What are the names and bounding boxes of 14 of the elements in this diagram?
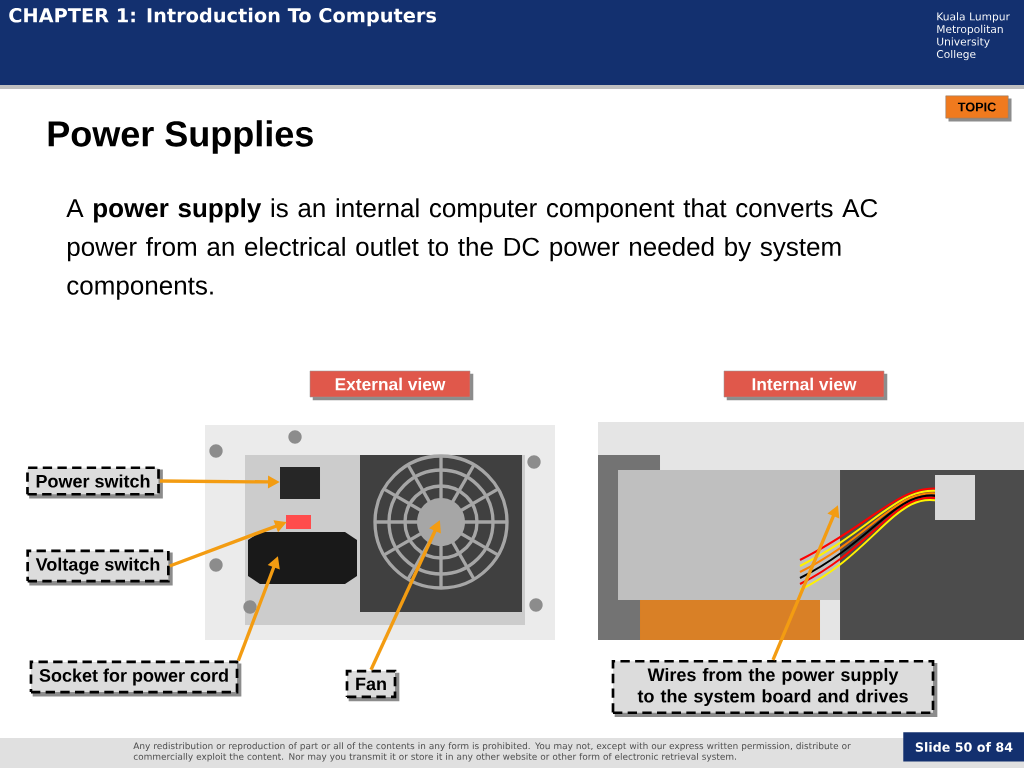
chapter-heading: CHAPTER 1: Introduction To Computers (9, 7, 436, 27)
college-name: Kuala Lumpur Metropolitan University College (936, 12, 1010, 61)
callout-box: Voltage switch (26, 549, 173, 586)
callout-box: Fan (345, 669, 400, 702)
callout-box: Socket for power cord (29, 660, 242, 697)
view-tag: Internal view (723, 370, 888, 401)
body-paragraph: A power supply is an internal computer component that converts AC power from an electrical outlet to the DC power needed by system components. (66, 198, 878, 300)
slide-title: Power Supplies (48, 120, 313, 154)
slide-number: Slide 50 of 84 (903, 732, 1024, 762)
copyright-notice: Any redistribution or reproduction of part or all of the contents in any form is prohibited. You may not, except with our express written permission, distribute or commercially exploit the content. Nor may you transmit it or store it in any other website or other form of electronic retrieval system. (133, 742, 851, 762)
view-tag: External view (309, 370, 474, 401)
callout-box: Power switch (26, 466, 163, 499)
topic-tag: TOPIC (945, 95, 1012, 122)
callout-box: Wires from the power supply to the system board and drives (611, 659, 938, 718)
